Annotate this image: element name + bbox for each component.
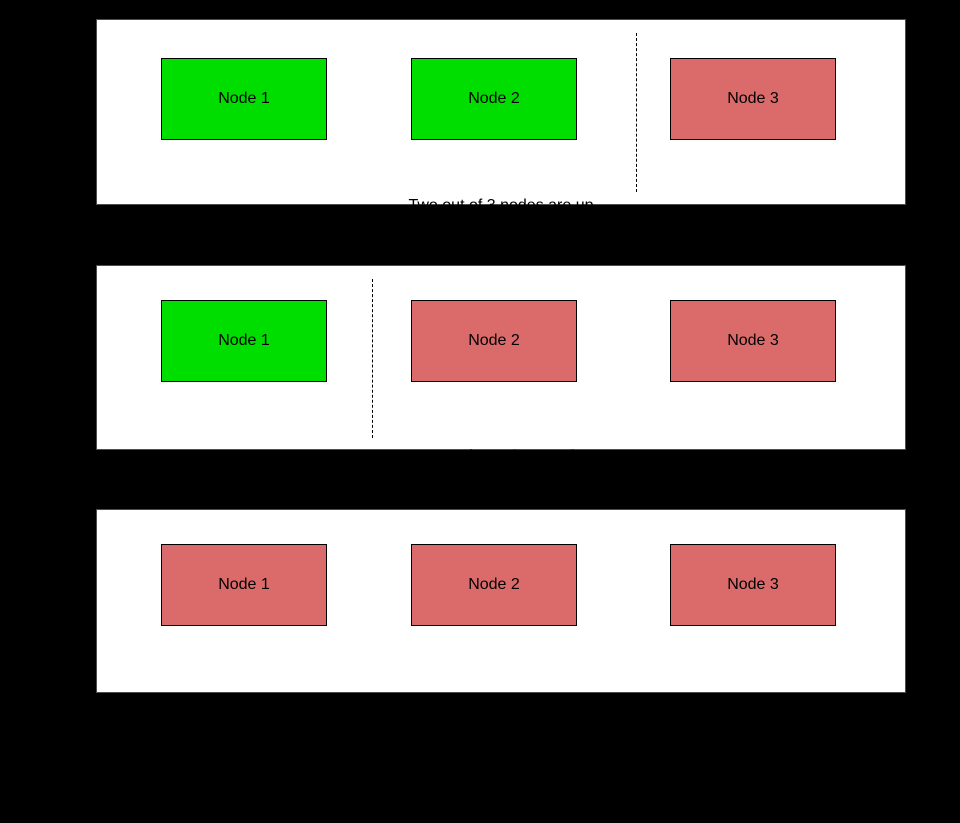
caption-line-1: Two out of 3 nodes are up	[408, 197, 594, 214]
node-3-label: Node 3	[727, 576, 779, 593]
panel-two-nodes-down: Node 1 Node 2 Node 3 Two out of 3 nodes …	[96, 265, 906, 531]
caption-line-1: Two out of 3 nodes are down	[398, 448, 604, 465]
node-2-label: Node 2	[468, 332, 520, 349]
node-3-label: Node 3	[727, 332, 779, 349]
node-3-box: Node 3	[670, 544, 836, 626]
node-1-box: Node 1	[161, 58, 327, 140]
node-3-box: Node 3	[670, 300, 836, 382]
node-2-label: Node 2	[468, 90, 520, 107]
partition-divider	[372, 279, 373, 438]
node-1-box: Node 1	[161, 544, 327, 626]
scenario-caption: All Nodes are down Majority Fails & Clus…	[97, 647, 905, 823]
caption-line-2: Majority Fails & Cluster Stops	[396, 759, 606, 776]
caption-line-1: All Nodes are down	[431, 693, 571, 710]
node-2-box: Node 2	[411, 58, 577, 140]
node-1-label: Node 1	[218, 576, 270, 593]
node-1-label: Node 1	[218, 332, 270, 349]
partition-divider	[636, 33, 637, 192]
node-2-box: Node 2	[411, 544, 577, 626]
panel-two-nodes-up: Node 1 Node 2 Node 3 Two out of 3 nodes …	[96, 19, 906, 280]
node-1-box: Node 1	[161, 300, 327, 382]
node-2-label: Node 2	[468, 576, 520, 593]
node-3-label: Node 3	[727, 90, 779, 107]
panel-all-nodes-down: Node 1 Node 2 Node 3 All Nodes are down …	[96, 509, 906, 776]
node-3-box: Node 3	[670, 58, 836, 140]
node-1-label: Node 1	[218, 90, 270, 107]
node-2-box: Node 2	[411, 300, 577, 382]
